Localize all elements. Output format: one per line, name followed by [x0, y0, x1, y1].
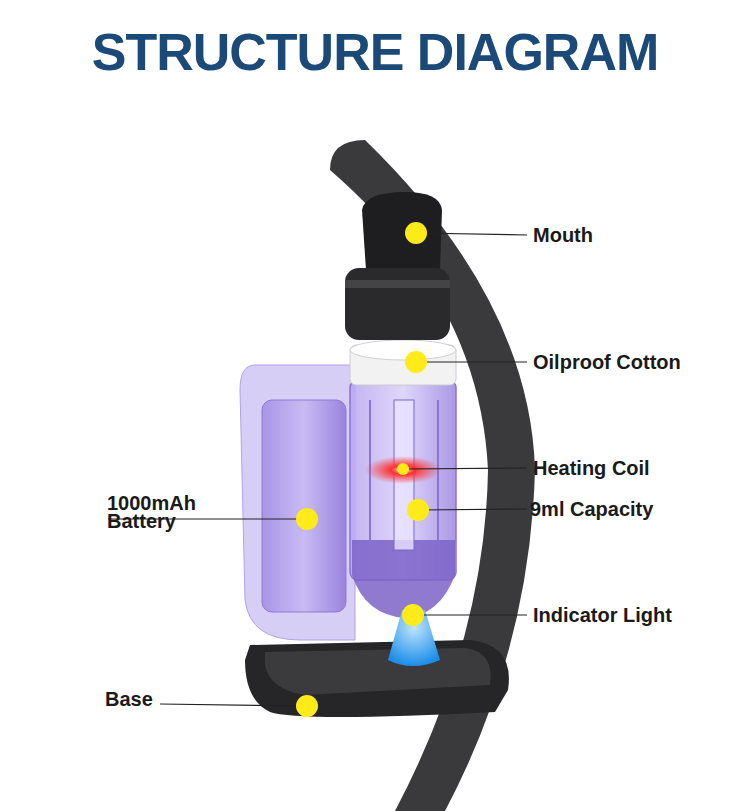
leader-line [160, 704, 307, 706]
leader-line [413, 614, 527, 615]
part-label: Mouth [533, 224, 593, 246]
leader-line [416, 233, 527, 235]
housing-shell [240, 365, 355, 640]
mouthpiece-ring [345, 280, 450, 288]
part-label: Indicator Light [533, 604, 672, 626]
marker-dot [397, 463, 409, 475]
part-label: Base [105, 688, 153, 710]
leader-line [418, 509, 527, 510]
part-label: Heating Coil [533, 457, 650, 479]
marker-dot [402, 604, 424, 626]
leader-line [403, 468, 527, 469]
marker-dot [296, 508, 318, 530]
tank-bottom [352, 540, 455, 618]
base-inner [265, 648, 491, 695]
part-label: Oilproof Cotton [533, 351, 681, 373]
battery-cell [262, 400, 346, 612]
heating-glow [365, 456, 441, 484]
diagram-title: STRUCTURE DIAGRAM [0, 22, 750, 82]
marker-dot [296, 695, 318, 717]
part-label: 9ml Capacity [530, 498, 653, 520]
part-label: 1000mAh Battery [107, 494, 207, 530]
cotton-top [350, 340, 456, 360]
marker-dot [405, 351, 427, 373]
marker-dot [407, 499, 429, 521]
mouthpiece [362, 192, 442, 270]
mouthpiece-collar [345, 268, 450, 340]
leader-line [416, 361, 527, 362]
marker-dot [405, 222, 427, 244]
